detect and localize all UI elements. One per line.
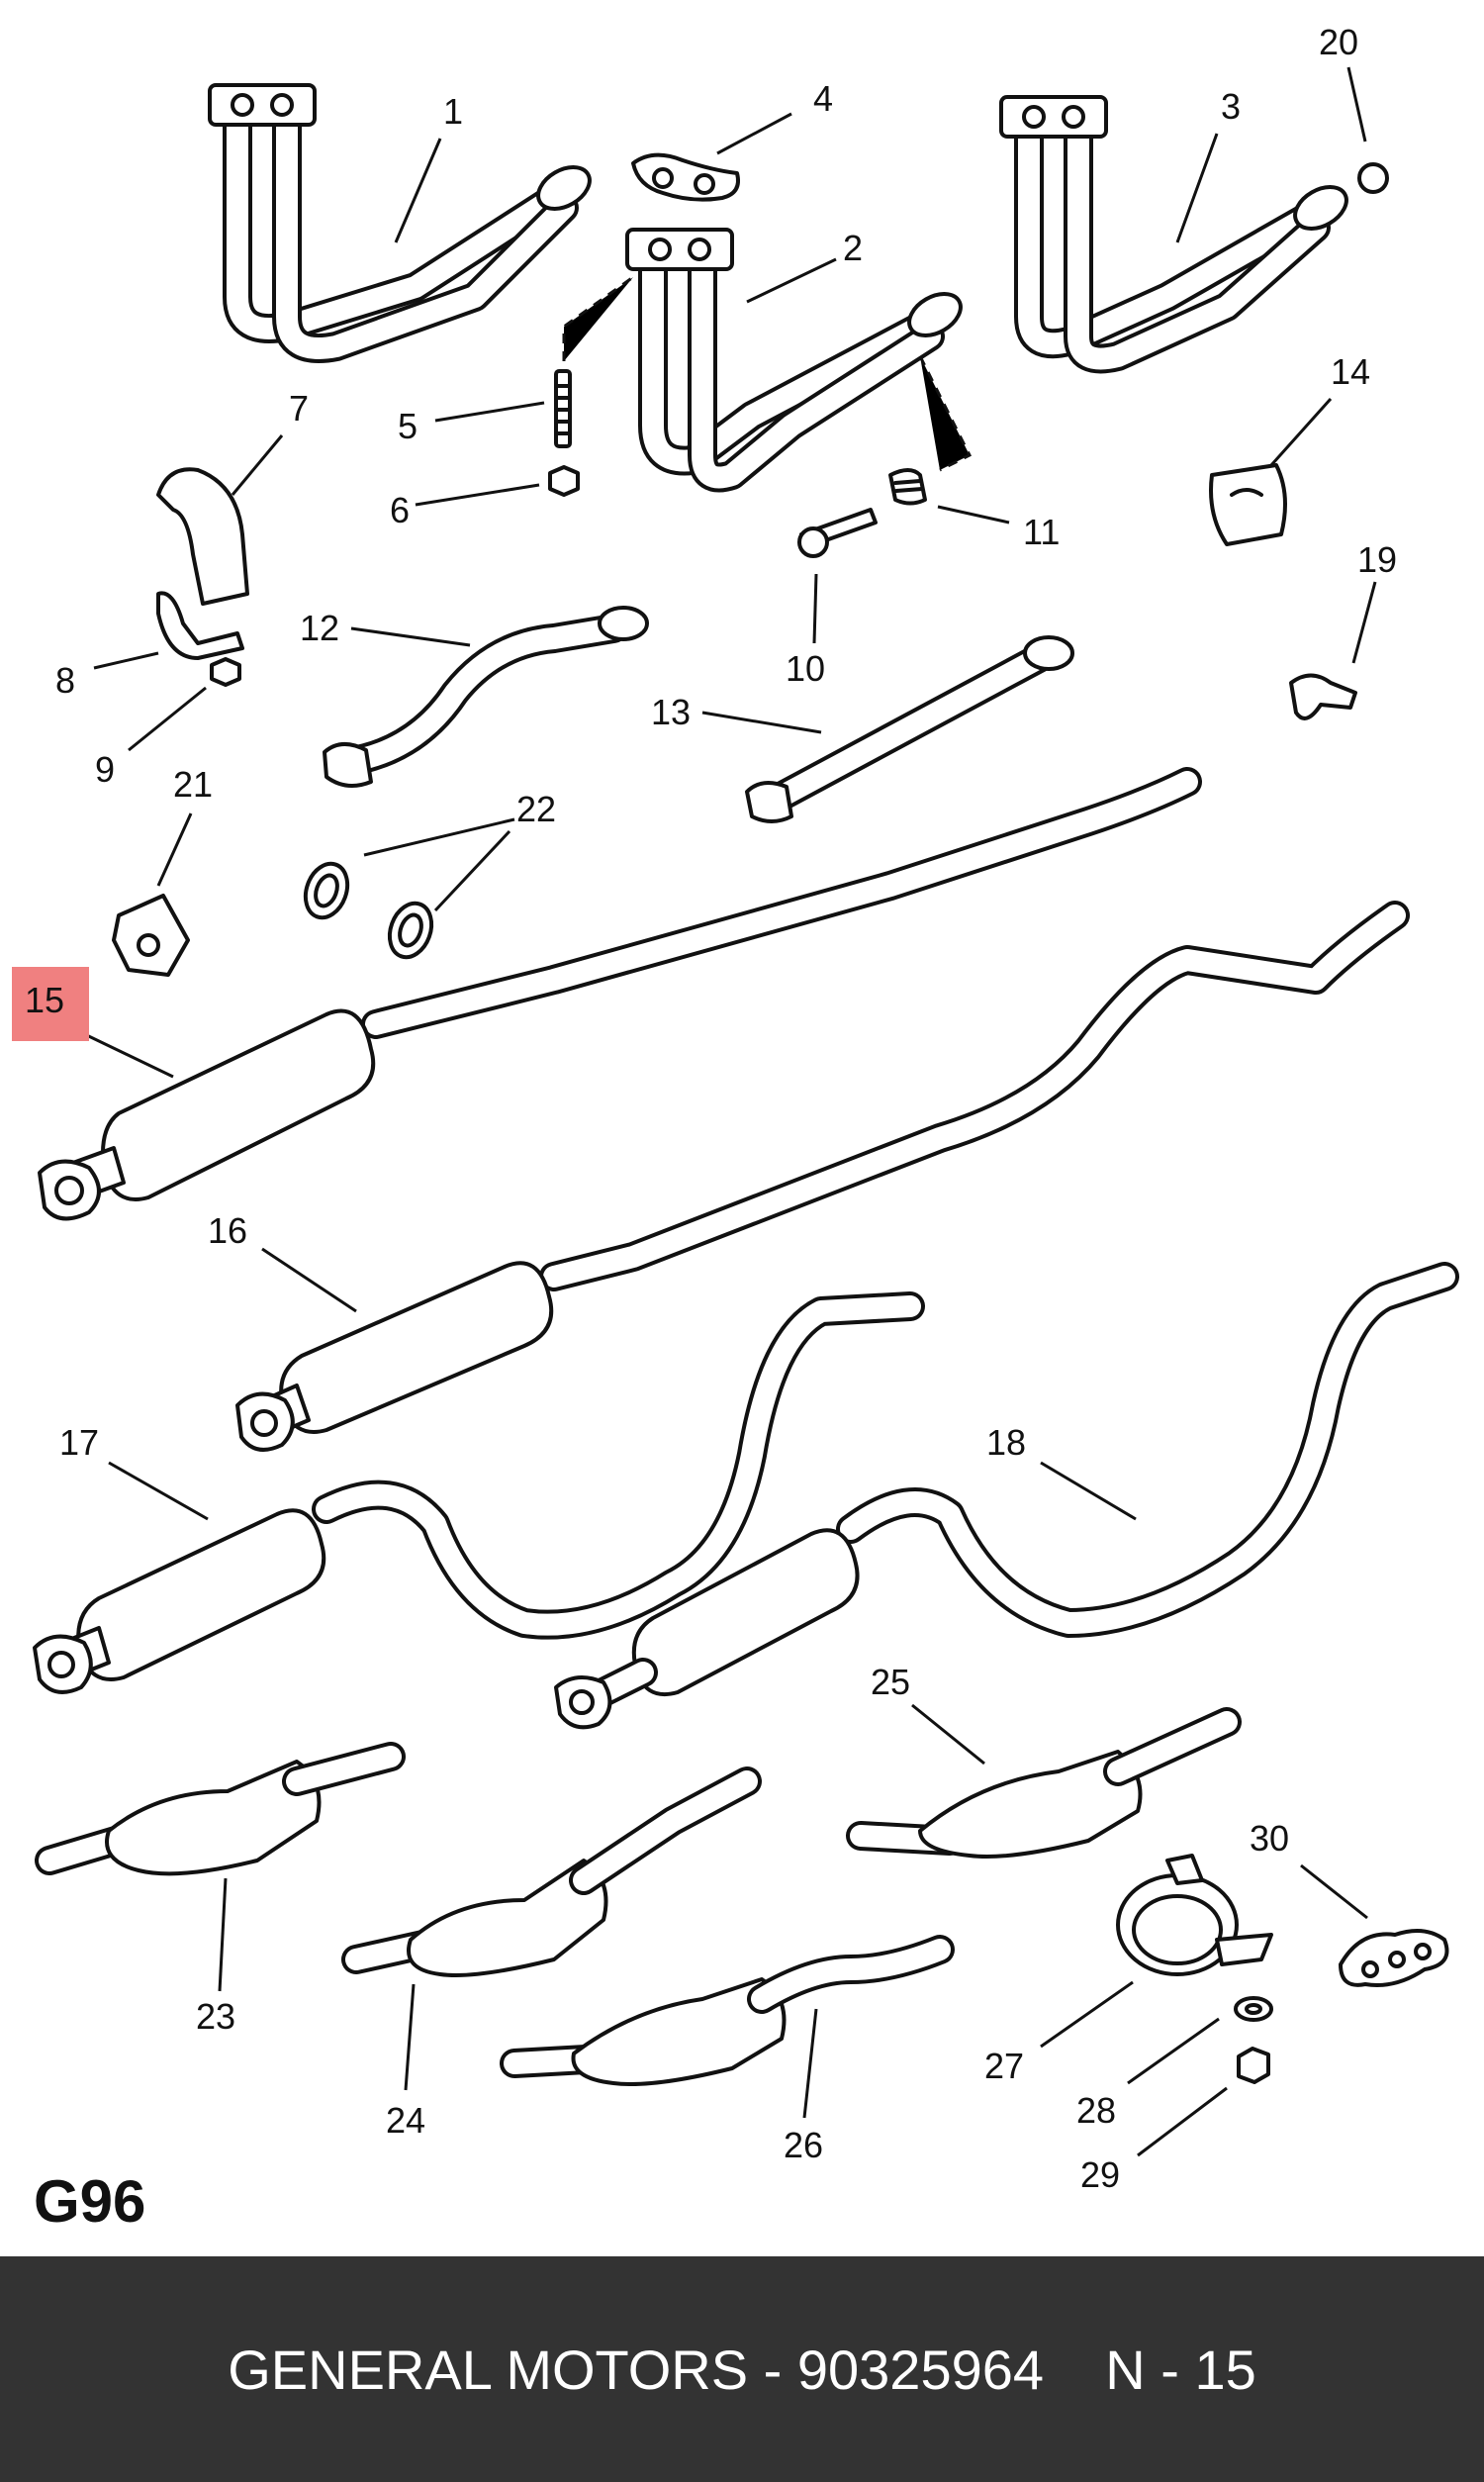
part-9-nut <box>210 657 241 687</box>
footer-separator: - <box>763 2338 783 2401</box>
part-17-pipe-silencer <box>33 1291 925 1694</box>
footer-gap <box>1044 2338 1105 2402</box>
part-15-pipe-silencer <box>38 767 1202 1221</box>
part-23-silencer <box>35 1742 406 1876</box>
part-19-clamp <box>1289 673 1357 720</box>
part-29-nut <box>1237 2047 1270 2084</box>
callout-29: 29 <box>1080 2154 1120 2195</box>
callout-26: 26 <box>784 2125 823 2165</box>
callout-9: 9 <box>95 749 115 790</box>
callout-3: 3 <box>1221 86 1241 127</box>
page-code: G96 <box>34 2168 146 2235</box>
part-7-bracket <box>156 467 249 606</box>
callout-18: 18 <box>986 1422 1026 1463</box>
callout-16: 16 <box>208 1210 247 1251</box>
callout-10: 10 <box>786 648 825 689</box>
part-18-pipe-silencer <box>554 1262 1459 1730</box>
part-24-silencer <box>341 1766 762 1977</box>
footer-part-number: 90325964 <box>796 2338 1045 2401</box>
callout-7: 7 <box>289 388 309 429</box>
callout-20: 20 <box>1319 22 1358 62</box>
callout-12: 12 <box>300 608 339 648</box>
part-3-front-pipe <box>999 95 1348 374</box>
part-25-silencer <box>846 1707 1242 1859</box>
part-4-gasket <box>631 152 740 202</box>
part-21-bush <box>112 894 190 977</box>
leader-lines <box>73 66 1377 2157</box>
callout-27: 27 <box>984 2046 1024 2086</box>
part-5-stud <box>554 369 572 448</box>
part-20-ring <box>1357 162 1389 194</box>
callout-30: 30 <box>1250 1818 1289 1859</box>
exhaust-diagram: 1 2 3 4 5 6 7 8 9 10 11 12 13 14 15 16 1… <box>12 22 1459 2195</box>
part-14-mount <box>1209 463 1287 546</box>
callout-25: 25 <box>871 1662 910 1702</box>
part-12-pipe <box>323 606 649 788</box>
callout-15: 15 <box>25 980 64 1020</box>
footer-brand: GENERAL MOTORS <box>228 2338 749 2401</box>
callout-labels: 1 2 3 4 5 6 7 8 9 10 11 12 13 14 15 16 1… <box>25 22 1397 2195</box>
highlight-box <box>12 967 89 1041</box>
callout-6: 6 <box>390 490 410 530</box>
part-1-front-pipe <box>208 83 592 363</box>
footer-bar: GENERAL MOTORS - 90325964 N - 15 <box>0 2256 1484 2482</box>
callout-14: 14 <box>1331 351 1370 392</box>
part-22-gaskets <box>303 861 434 960</box>
callout-8: 8 <box>55 660 75 701</box>
part-11-spring <box>888 468 927 506</box>
callout-11: 11 <box>1023 512 1060 552</box>
footer-ref: N - 15 <box>1105 2338 1256 2401</box>
callout-2: 2 <box>843 228 863 268</box>
callout-4: 4 <box>813 78 833 119</box>
part-16-pipe-silencer <box>235 901 1410 1452</box>
part-8-clamp <box>156 591 244 660</box>
callout-23: 23 <box>196 1996 235 2037</box>
callout-19: 19 <box>1357 539 1397 580</box>
part-30-hanger <box>1339 1929 1449 1987</box>
part-26-silencer <box>500 1935 955 2086</box>
callout-1: 1 <box>443 91 463 132</box>
part-13-pipe <box>745 635 1074 823</box>
part-2-front-pipe <box>625 228 963 493</box>
part-28-washer <box>1234 1996 1273 2022</box>
callout-13: 13 <box>651 692 691 732</box>
part-6-nut <box>548 465 580 497</box>
part-27-clamp <box>1116 1854 1273 1976</box>
callout-28: 28 <box>1076 2090 1116 2131</box>
callout-17: 17 <box>59 1422 99 1463</box>
callout-22: 22 <box>516 789 556 829</box>
callout-24: 24 <box>386 2100 425 2141</box>
callout-5: 5 <box>398 406 417 446</box>
callout-21: 21 <box>173 764 213 805</box>
part-10-bolt <box>797 508 878 558</box>
